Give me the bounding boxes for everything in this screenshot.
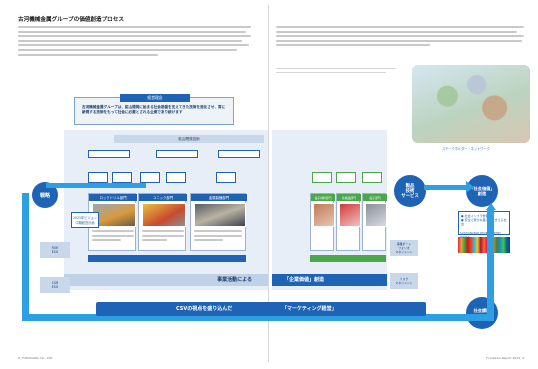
product-card-elec-title: 電子部門 [363, 194, 387, 201]
left-footer-brand: FURUKAWA CO., LTD. [21, 356, 54, 360]
sdg-bullet-1: ● 社会インフラ整備 [461, 214, 489, 218]
sdg-label: SUSTAINABLE DEVELOPMENT GOALS [460, 231, 501, 239]
product-card-em-title: 電子材料部門 [311, 194, 335, 201]
philosophy-box: 経営理念 古河機械金属グループは、鉱山開発に始まる社会基盤を支えてきた技術を進化… [74, 94, 234, 125]
product-card-metal-title: 金属製錬部門 [191, 194, 247, 201]
product-card-electronic-material: 電子材料部門 [310, 193, 335, 251]
product-card-unic: ユニック部門 [138, 193, 187, 251]
portfolio-tag: 事業ポート フォリオ マネジメント [390, 240, 418, 256]
left-footer: 8 FURUKAWA CO., LTD. [18, 356, 53, 360]
right-intro-text [276, 26, 524, 49]
right-section-strip: 「企業価値」創造 [272, 274, 387, 286]
arrow-head-right-icon [466, 181, 474, 193]
node-box-4 [88, 172, 108, 183]
em-photo [313, 203, 335, 227]
right-page-number: 9 [522, 356, 524, 360]
node-box-1 [88, 150, 130, 158]
roe-tag: ROE ESG [40, 242, 70, 258]
right-footer-brand: Furukawa Report 2019 [486, 356, 521, 360]
product-card-rockdrill-title: ロックドリル部門 [89, 194, 137, 201]
metal-photo [194, 203, 246, 227]
chem-photo [339, 203, 361, 227]
philosophy-text: 古河機械金属グループは、鉱山開発に始まる社会基盤を支えてきた技術を進化させ、常に… [82, 105, 226, 114]
right-business-bar [310, 255, 386, 262]
stakeholder-caption: ステークホルダー・ネットワーク [442, 147, 490, 151]
product-card-electronics: 電子部門 [362, 193, 387, 251]
unic-crane-photo [142, 203, 186, 227]
node-box-11 [362, 172, 382, 183]
node-box-3 [218, 150, 260, 158]
sdg-icons-strip: SUSTAINABLE DEVELOPMENT GOALS [458, 231, 510, 253]
node-box-7 [166, 172, 186, 183]
left-section-strip: 事業活動による [64, 274, 268, 286]
arrow-strategy-to-panel [46, 183, 146, 188]
product-service-circle: 製品 技術 サービス [394, 175, 426, 207]
panel-header: 鉱山開発技術 [114, 135, 264, 143]
sdg-bullet-2: ● 安全で豊かな暮らしを支える社会 [461, 218, 507, 226]
product-card-metal: 金属製錬部門 [190, 193, 247, 251]
node-box-2 [156, 150, 198, 158]
risk-tag: リスク マネジメント [390, 273, 418, 289]
left-page-title: 古河機械金属グループの価値創造プロセス [18, 17, 124, 23]
left-business-bar [88, 255, 246, 262]
book-spine [268, 5, 269, 362]
left-strip-text: 事業活動による [217, 277, 252, 283]
node-box-10 [336, 172, 356, 183]
left-intro-text [18, 26, 251, 58]
left-page-number: 8 [18, 356, 20, 360]
bottom-banner-right: 「マーケティング経営」 [282, 306, 337, 312]
node-box-8 [216, 172, 236, 183]
arrow-product-to-value [424, 185, 468, 190]
vision-tag: 2025年ビジョン 中期経営計画 [71, 212, 99, 228]
sdg-bullet-box: ● 社会インフラ整備 ● 安全で豊かな暮らしを支える社会 [458, 211, 510, 235]
philosophy-label: 経営理念 [120, 94, 190, 102]
product-card-chemical: 化成品部門 [336, 193, 361, 251]
node-box-6 [140, 172, 160, 183]
arrow-head-up-icon [486, 203, 496, 210]
loop-bottom-horizontal [22, 314, 494, 321]
node-box-9 [312, 172, 332, 183]
right-footer: Furukawa Report 2019 9 [486, 356, 524, 360]
right-strip-text: 「企業価値」創造 [284, 277, 325, 283]
node-box-5 [112, 172, 132, 183]
city-illustration [412, 65, 530, 143]
elec-photo [365, 203, 387, 227]
csr-tag: CSR ESG [40, 277, 70, 293]
product-card-chem-title: 化成品部門 [337, 194, 361, 201]
product-card-unic-title: ユニック部門 [139, 194, 187, 201]
bottom-banner-left: CSVの視点を盛り込んだ [176, 306, 233, 312]
bottom-banner: CSVの視点を盛り込んだ 「マーケティング経営」 [96, 302, 426, 316]
loop-left-vertical [22, 193, 29, 321]
loop-right-vertical [487, 210, 494, 318]
right-note-text [276, 68, 396, 76]
